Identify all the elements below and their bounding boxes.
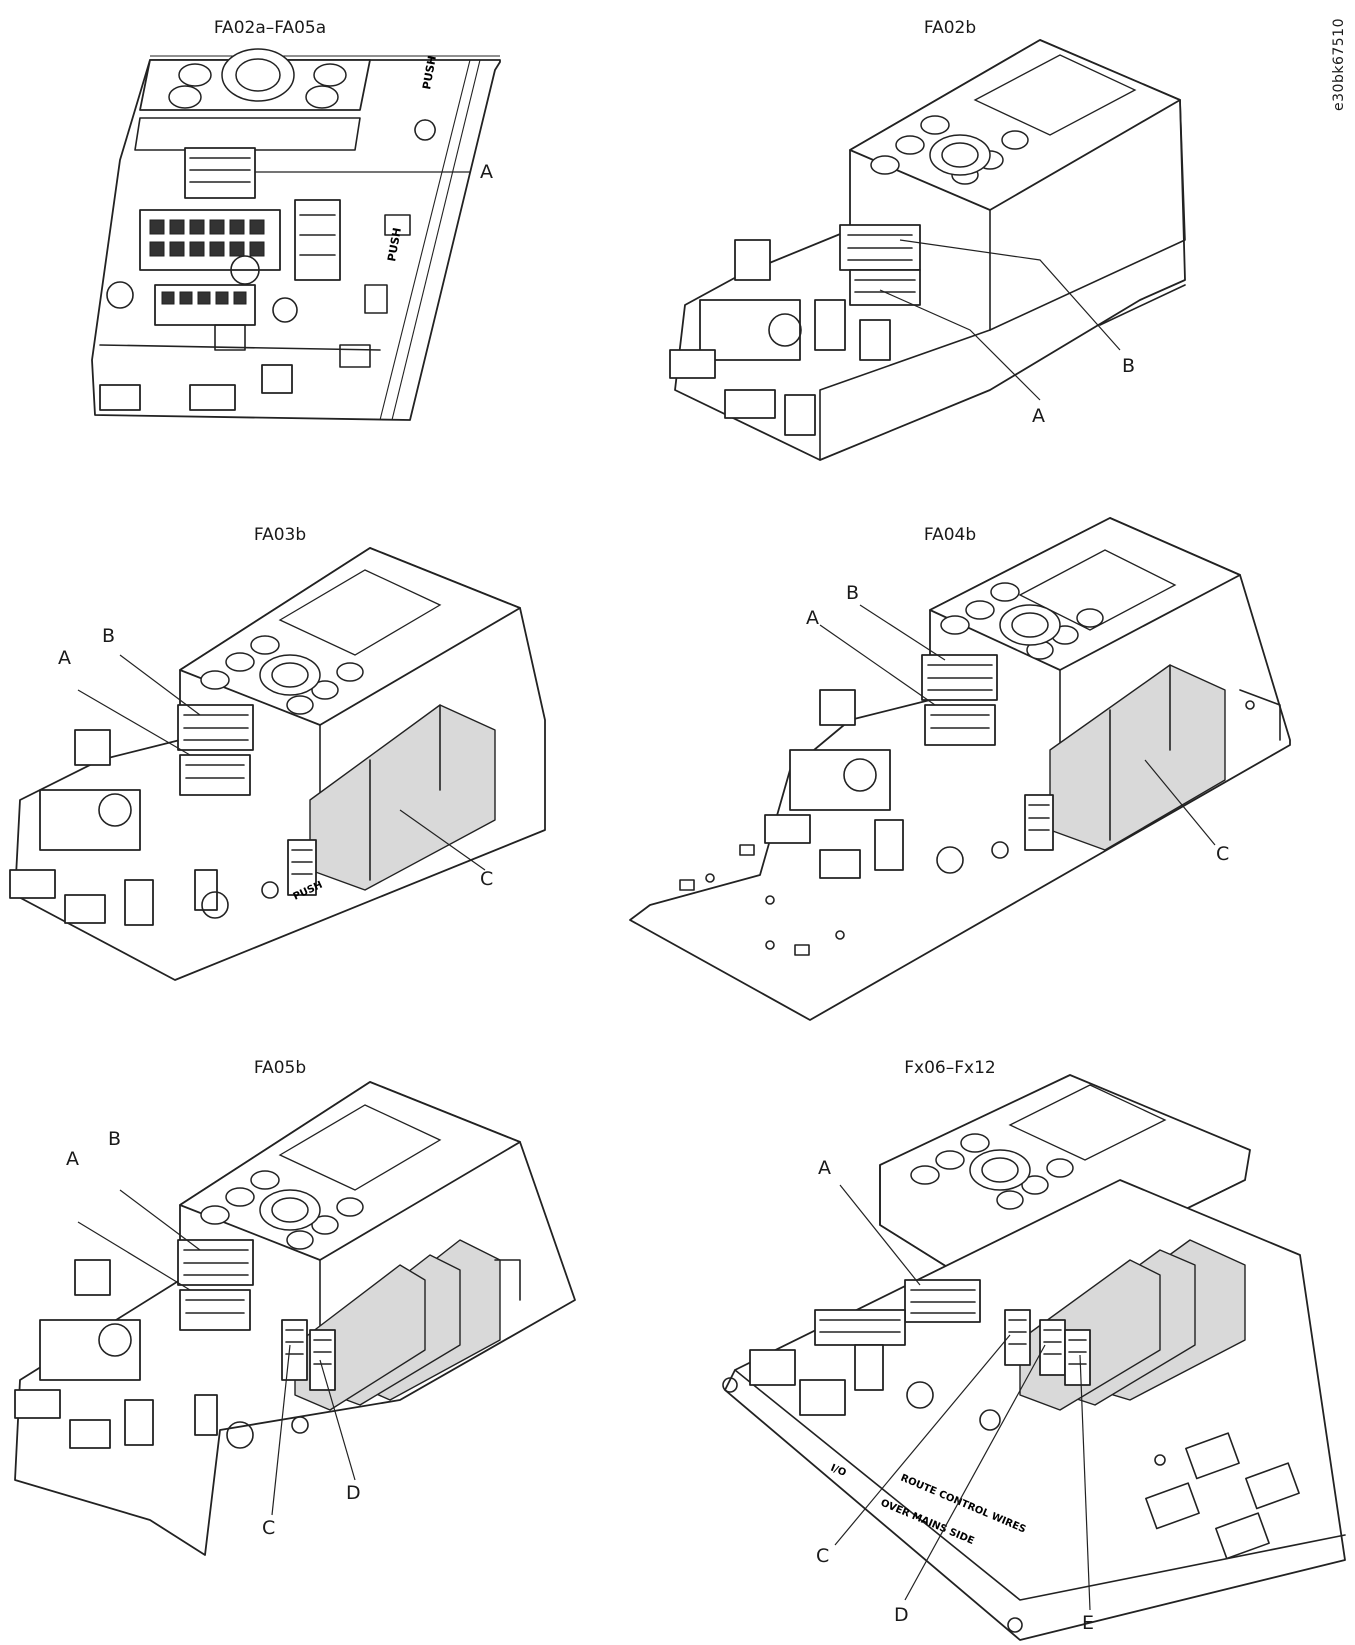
callout-b: B [1122,355,1136,377]
callout-c: C [480,868,494,890]
callout-c: C [1216,843,1230,865]
callout-c: C [816,1545,830,1567]
push-marking: PUSH [420,55,439,91]
leader-line-e [1079,1354,1091,1611]
callout-d: D [346,1482,361,1504]
leader-line-b [859,604,946,661]
callout-e: E [1082,1612,1095,1634]
leader-line-c [271,1344,291,1516]
callout-a: A [66,1148,79,1170]
leader-line-a [879,289,1041,401]
callout-c: C [262,1517,276,1539]
leader-line-d [904,1344,1046,1601]
panel-title-fa02b: FA02b [923,18,977,38]
callout-a: A [1032,405,1045,427]
leader-line-d [319,1359,356,1481]
leader-line-a [839,1184,921,1286]
callout-a: A [58,647,71,669]
push-marking: PUSH [385,227,404,263]
drive-illustration-fa02a-fa05a: PUSH PUSH [91,48,501,421]
callout-b: B [846,582,860,604]
callout-a: A [480,161,493,183]
callout-a: A [806,607,819,629]
leader-line-c [1144,759,1216,846]
callout-b: B [108,1128,122,1150]
leader-line-b [899,239,1121,351]
panel-title-fa03b: FA03b [253,525,307,545]
drive-illustration-fa03b: PUSH [9,547,546,981]
leader-line-c [834,1334,1011,1546]
drive-illustration-fa02b [669,39,1186,461]
panel-title-fx06-fx12: Fx06–Fx12 [904,1058,996,1078]
panel-title-fa04b: FA04b [923,525,977,545]
leader-line-a [819,624,936,706]
panel-title-fa02a-fa05a: FA02a–FA05a [213,18,327,38]
drive-illustration-fa05b [14,1081,576,1556]
callout-a: A [818,1157,831,1179]
callout-d: D [894,1604,909,1626]
callout-b: B [102,625,116,647]
leader-line-c [399,809,486,871]
leader-line-a [77,1221,191,1291]
leader-line-a [77,689,191,756]
leader-line-b [119,1189,201,1251]
panel-title-fa05b: FA05b [253,1058,307,1078]
leader-line-b [119,654,201,716]
drive-illustration-fa04b [629,517,1291,1021]
